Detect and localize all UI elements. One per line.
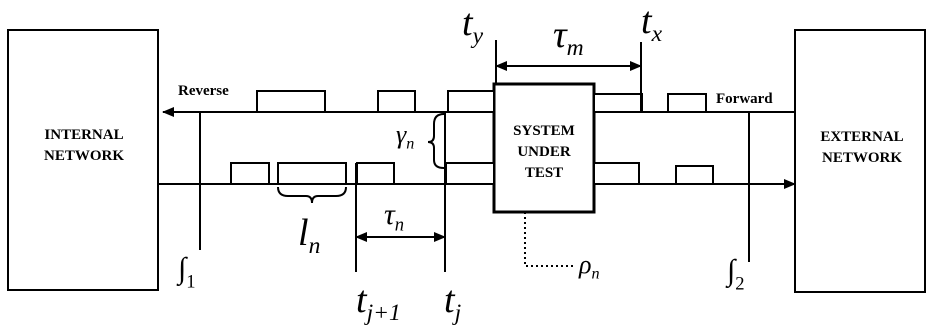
reverse-packet — [594, 94, 642, 112]
l-n-brace — [278, 187, 346, 203]
l-n-label: ln — [298, 214, 320, 259]
reverse-packet — [668, 94, 706, 112]
forward-label: Forward — [716, 92, 773, 107]
t-y-label: ty — [462, 4, 483, 49]
reverse-label: Reverse — [178, 84, 229, 99]
t-j-label: tj — [444, 281, 461, 326]
forward-packet — [676, 166, 713, 184]
t-j1-label: tj+1 — [356, 281, 401, 326]
gamma-n-brace — [428, 114, 444, 168]
tau-n-label: τn — [384, 200, 404, 235]
t-x-label: tx — [641, 2, 662, 47]
measure-point-2-label: ∫2 — [727, 256, 745, 294]
forward-packet — [278, 163, 346, 184]
forward-packet — [231, 163, 269, 184]
reverse-packet — [257, 91, 325, 112]
reverse-packet — [448, 91, 494, 112]
rho-n-leader — [525, 212, 573, 266]
measure-point-1-label: ∫1 — [178, 254, 196, 292]
reverse-packet — [378, 91, 415, 112]
tau-m-label: τm — [553, 16, 584, 61]
forward-packet — [357, 163, 394, 184]
forward-packet — [446, 163, 494, 184]
forward-packet — [594, 163, 639, 184]
gamma-n-label: γn — [396, 122, 414, 153]
rho-n-label: ρn — [579, 252, 600, 283]
